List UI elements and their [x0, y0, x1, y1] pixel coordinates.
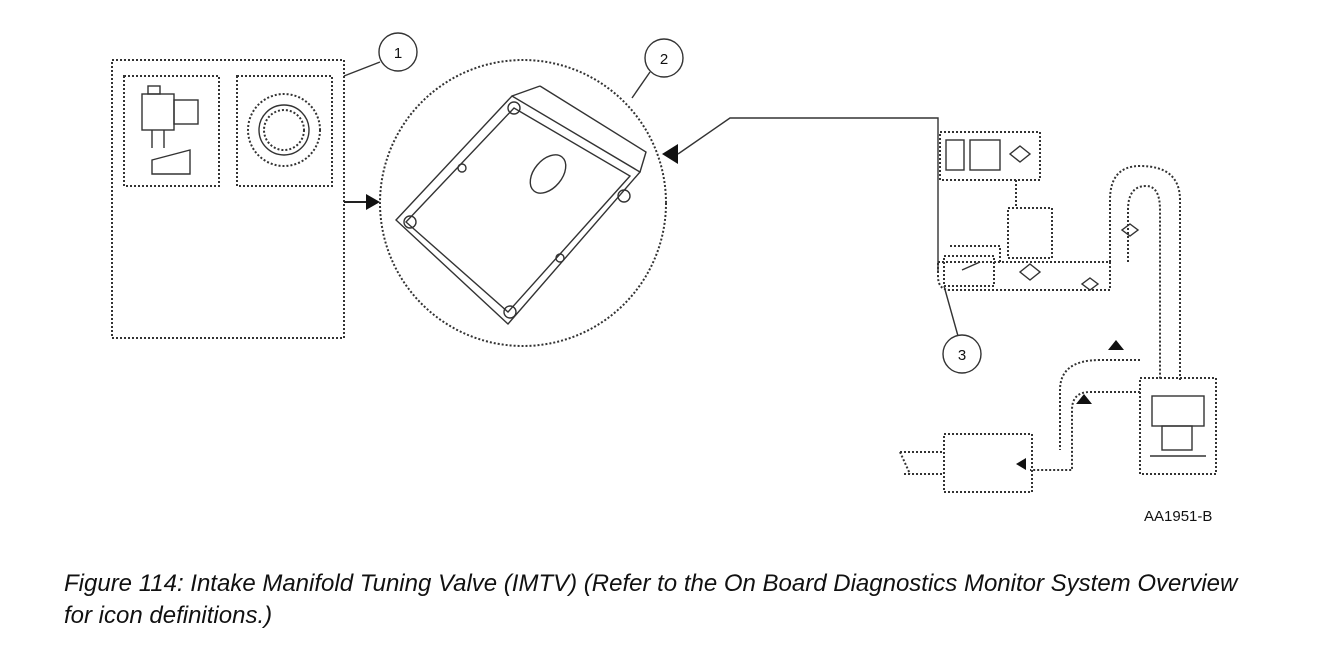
flow-arrow-icon	[366, 194, 380, 210]
control-module-magnifier	[379, 59, 667, 347]
gear-ring-icon	[247, 93, 321, 167]
flow-arrow-icon	[1108, 340, 1124, 350]
figure-caption: Figure 114: Intake Manifold Tuning Valve…	[64, 570, 1238, 629]
flow-arrow-icon	[1016, 458, 1026, 470]
intake-manifold-assembly	[899, 131, 1217, 493]
monitor-icon-panel	[111, 59, 380, 339]
callout-1-label: 1	[394, 45, 402, 62]
callout-3: 3	[942, 285, 982, 374]
flow-arrow-icon	[662, 144, 678, 164]
callout-2-label: 2	[660, 51, 668, 68]
imtv-diagram: 1 2	[111, 32, 1217, 525]
callout-3-label: 3	[958, 347, 966, 364]
control-module	[395, 85, 647, 326]
connector-icon	[141, 85, 199, 175]
flow-arrow-icon	[1076, 394, 1092, 404]
figure-reference-code: AA1951-B	[1144, 508, 1212, 525]
callout-2: 2	[631, 38, 684, 99]
signal-wire	[662, 117, 939, 272]
callout-1: 1	[343, 32, 418, 77]
